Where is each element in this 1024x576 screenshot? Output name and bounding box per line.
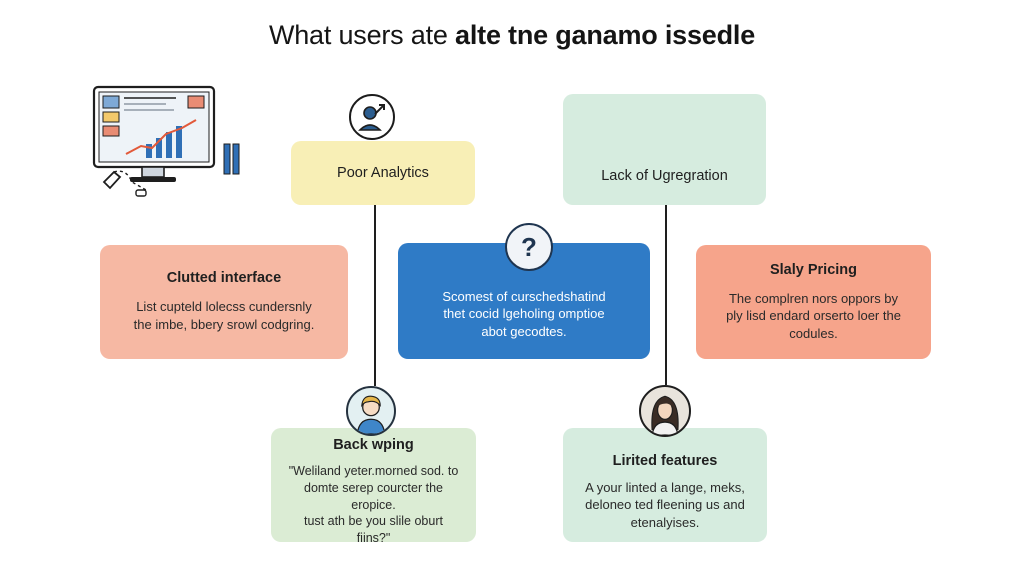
card-pricing-heading: Slaly Pricing <box>769 261 858 278</box>
card-pricing-body: The complren nors oppors by ply lisd end… <box>726 290 901 341</box>
card-poor-analytics: Poor Analytics <box>291 141 475 205</box>
person-growth-icon <box>349 94 395 140</box>
card-back-heading: Back wping <box>333 436 414 453</box>
card-cluttered-body: List cupteld lolecss cundersnly the imbe… <box>133 299 315 332</box>
dashboard-monitor-icon <box>92 85 240 197</box>
card-cluttered-interface: Clutted interface List cupteld lolecss c… <box>100 245 348 359</box>
card-lack-integration-heading: Lack of Ugregration <box>601 167 728 184</box>
card-limited-body: A your linted a lange, meks, deloneo ted… <box>585 479 745 530</box>
card-poor-analytics-heading: Poor Analytics <box>337 165 429 181</box>
woman-avatar-icon <box>639 385 691 437</box>
card-cluttered-heading: Clutted interface <box>166 270 282 287</box>
card-limited-features: Lirited features A your linted a lange, … <box>563 428 767 542</box>
card-back-body: "Weliland yeter.morned sod. to domte ser… <box>288 463 459 546</box>
man-avatar-icon <box>346 386 396 436</box>
card-lack-integration: Lack of Ugregration <box>563 94 766 205</box>
question-mark-icon: ? <box>505 223 553 271</box>
card-back-wping: Back wping "Weliland yeter.morned sod. t… <box>271 428 476 545</box>
card-pricing: Slaly Pricing The complren nors oppors b… <box>696 245 931 359</box>
page-title: What users ate alte tne ganamo issedle <box>0 20 1024 51</box>
question-mark-glyph: ? <box>521 231 537 262</box>
title-bold: alte tne ganamo issedle <box>455 20 756 50</box>
title-light: What users ate <box>268 20 448 50</box>
card-limited-heading: Lirited features <box>612 452 718 469</box>
card-center-body: Scomest of curschedshatind thet cocid lg… <box>442 288 606 339</box>
